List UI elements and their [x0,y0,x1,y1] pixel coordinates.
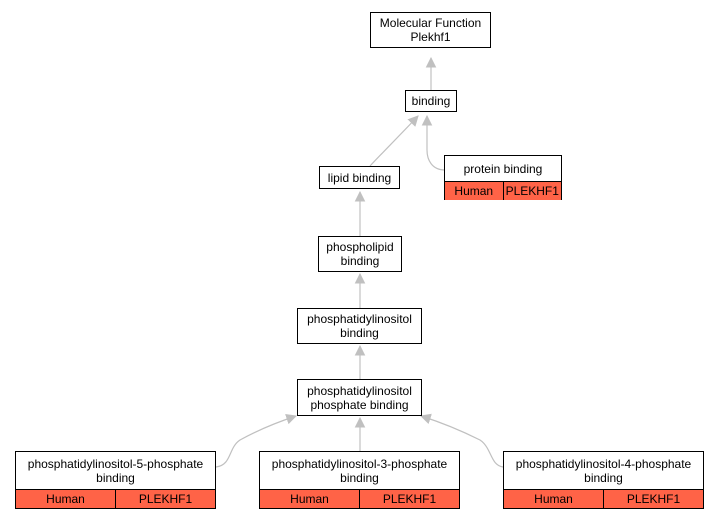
annotation-species: Human [16,490,115,508]
annotation-species: Human [445,182,503,200]
annotation-species: Human [260,490,359,508]
node-pi3p-binding[interactable]: phosphatidylinositol-3-phosphate binding… [259,451,460,509]
annotation-gene: PLEKHF1 [603,490,703,508]
node-pip-binding[interactable]: phosphatidylinositol phosphate binding [297,379,422,416]
node-pi3p-binding-label: phosphatidylinositol-3-phosphate binding [271,456,448,485]
node-pip-binding-label: phosphatidylinositol phosphate binding [307,383,412,412]
node-pi4p-binding[interactable]: phosphatidylinositol-4-phosphate binding… [503,451,704,509]
annotation-species: Human [504,490,603,508]
edge-lipid-binding-to-binding [369,115,419,167]
node-binding-label: binding [411,94,451,108]
node-pi4p-binding-label: phosphatidylinositol-4-phosphate binding [515,456,692,485]
node-molecular-function-label: Molecular Function Plekhf1 [379,16,482,44]
node-phospholipid-binding-label: phospholipid binding [326,240,394,268]
node-lipid-binding[interactable]: lipid binding [319,166,400,189]
node-protein-binding[interactable]: protein binding Human PLEKHF1 [444,155,562,200]
annotation-gene: PLEKHF1 [359,490,459,508]
annotation-row: Human PLEKHF1 [260,489,459,508]
node-phospholipid-binding[interactable]: phospholipid binding [318,236,402,272]
annotation-row: Human PLEKHF1 [504,489,703,508]
node-pi-binding-label: phosphatidylinositol binding [307,312,412,340]
edge-pi4p-to-pip-binding [419,413,504,468]
node-protein-binding-label: protein binding [463,161,543,176]
node-pi-binding[interactable]: phosphatidylinositol binding [297,308,422,344]
annotation-row: Human PLEKHF1 [16,489,215,508]
node-pi5p-binding-label: phosphatidylinositol-5-phosphate binding [27,456,204,485]
node-lipid-binding-label: lipid binding [327,170,392,185]
edge-protein-binding-to-binding [421,114,446,171]
node-molecular-function[interactable]: Molecular Function Plekhf1 [370,12,491,48]
annotation-row: Human PLEKHF1 [445,181,561,200]
node-pi5p-binding[interactable]: phosphatidylinositol-5-phosphate binding… [15,451,216,509]
annotation-gene: PLEKHF1 [115,490,215,508]
edge-pi5p-to-pip-binding [215,413,298,468]
annotation-gene: PLEKHF1 [502,182,561,200]
node-binding[interactable]: binding [405,90,457,112]
